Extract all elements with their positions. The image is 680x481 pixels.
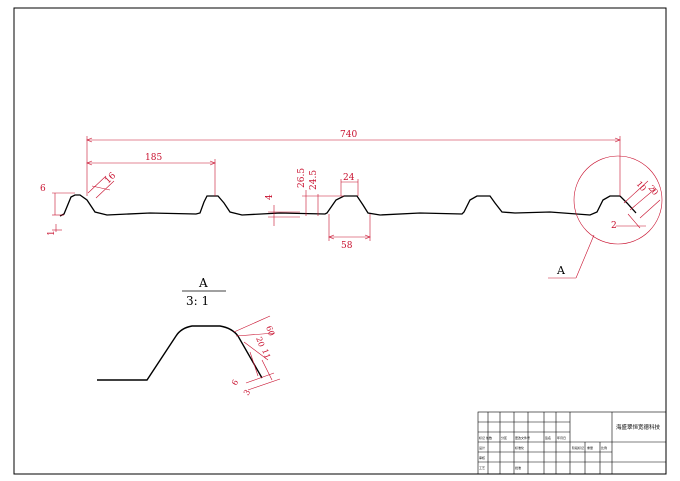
title-block-right-label: 阶段标记	[572, 445, 584, 450]
title-block-row-label: 标记 处数	[479, 435, 492, 440]
detail-callout: A	[556, 264, 566, 277]
dim-detail-10: 10	[634, 180, 647, 194]
dim-rib-height-outer: 26.5	[297, 168, 307, 188]
title-block-row-label: 审核	[479, 455, 485, 460]
sheet-border	[13, 7, 667, 475]
detail-dim-6: 6	[230, 378, 240, 387]
dim-detail-20: 20	[646, 184, 659, 198]
dim-rib-height-inner: 24.5	[309, 170, 319, 190]
detail-dim-11: 11	[260, 348, 272, 361]
detail-scale: 3: 1	[186, 294, 209, 308]
title-block-row-label: 设计	[479, 445, 485, 450]
title-block-row-label: 工艺	[479, 465, 485, 470]
dim-detail-2: 2	[611, 221, 617, 231]
title-block	[477, 411, 667, 475]
dim-minor-step: 4	[265, 194, 275, 200]
dimension-texts: 740 185 6 1 16 4 26.5 24.5 24 58 10 20 2…	[40, 130, 660, 277]
main-profile	[59, 194, 637, 217]
detail-a: A 3: 1 60 20 11 6 3	[97, 276, 281, 397]
title-block-texts: 海盛翠恒宽德科技 标记 处数 分区 设计 审核 工艺 更改文件号 签名 标准化 …	[479, 423, 661, 470]
dim-left-edge-flange: 1	[47, 230, 57, 236]
detail-title: A	[198, 276, 208, 290]
detail-profile	[97, 325, 263, 381]
title-block-mid-label: 更改文件号	[515, 435, 530, 440]
profile-line	[59, 194, 637, 217]
title-block-right-label: 年月日	[557, 435, 566, 440]
detail-dim-3: 3	[242, 388, 252, 397]
dimension-lines	[52, 136, 663, 279]
dim-overall-width: 740	[340, 130, 357, 140]
title-block-mid-label: 签名	[545, 435, 551, 440]
dim-rib-base-width: 58	[341, 241, 353, 251]
detail-dim-20: 20	[254, 336, 266, 349]
title-block-row-label: 分区	[501, 435, 507, 440]
dim-rib-top-width: 24	[343, 173, 355, 183]
title-block-company: 海盛翠恒宽德科技	[616, 423, 661, 431]
title-block-mid-label: 标准化	[515, 445, 524, 450]
title-block-mid-label: 批准	[515, 465, 521, 470]
detail-angle: 60	[264, 325, 276, 338]
title-block-right-label: 比例	[601, 445, 607, 450]
dim-left-edge-height: 6	[40, 184, 46, 194]
dim-left-rib-slope: 16	[103, 171, 118, 186]
title-block-right-label: 重量	[587, 445, 593, 450]
dim-rib-pitch: 185	[145, 153, 162, 163]
